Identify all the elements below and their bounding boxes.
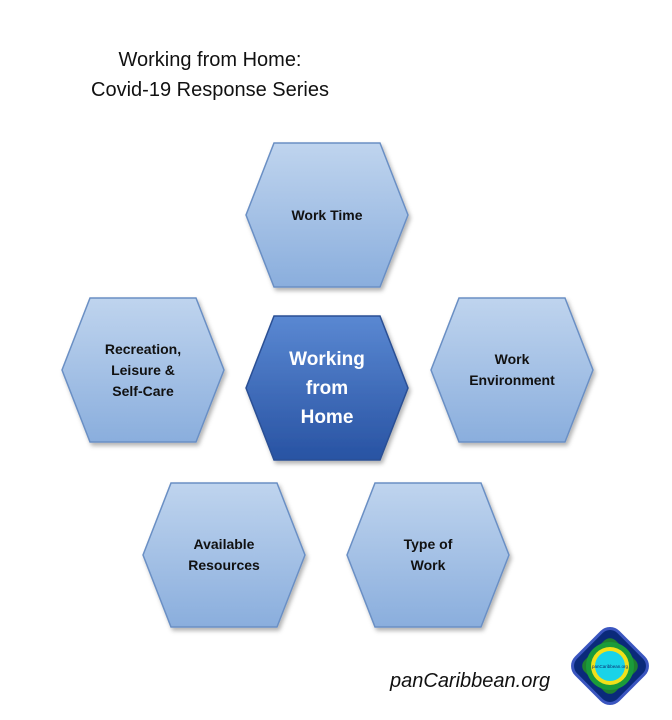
hexagon-center [245,315,409,461]
title-line-1: Working from Home: [118,49,302,71]
diagram-title: Working from Home: Covid-19 Response Ser… [60,45,360,105]
hexagon-work-environment [430,297,594,443]
hexagon-recreation [61,297,225,443]
hexagon-type-of-work [346,482,510,628]
footer-site-name: panCaribbean.org [390,670,551,692]
hexagon-available-resources [142,482,306,628]
hexagon-work-time [245,142,409,288]
title-line-2: Covid-19 Response Series [91,79,329,101]
logo-text: panCaribbean.org [592,664,629,669]
pancaribbean-logo: panCaribbean.org [571,627,649,705]
